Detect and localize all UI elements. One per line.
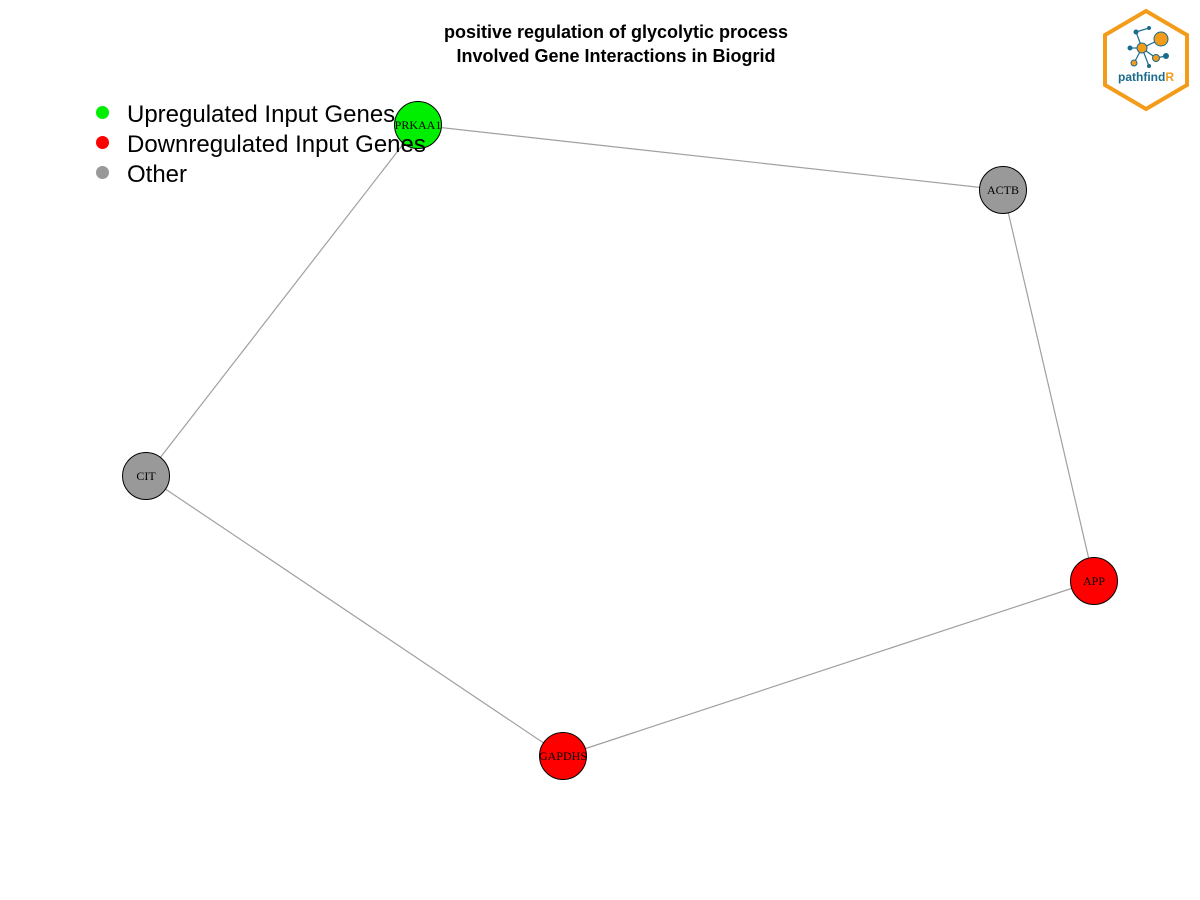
edge-cit-gapdhs [145,475,564,757]
edge-prkaa1-cit [145,124,419,477]
node-circle-actb [979,166,1027,214]
node-label-actb: ACTB [987,183,1019,197]
pathfindr-logo: pathfindR [1103,8,1189,112]
legend-label-downregulated: Downregulated Input Genes [127,131,426,158]
legend: Upregulated Input Genes Downregulated In… [96,100,426,190]
legend-dot-upregulated [96,105,109,119]
node-actb: ACTB [979,166,1027,214]
node-prkaa1: PRKAA1 [394,101,442,149]
legend-dot-downregulated [96,135,109,149]
legend-dot-other [96,165,109,179]
node-label-app: APP [1083,574,1105,588]
edge-actb-app [1002,189,1095,582]
legend-label-upregulated: Upregulated Input Genes [127,101,396,128]
node-label-gapdhs: GAPDHS [539,749,587,763]
legend-item-other: Other [96,160,426,190]
title-line-2: Involved Gene Interactions in Biogrid [456,46,776,66]
legend-label-other: Other [127,161,188,188]
node-circle-prkaa1 [394,101,442,149]
edge-prkaa1-actb [417,124,1004,191]
node-circle-gapdhs [539,732,587,780]
node-cit: CIT [122,452,170,500]
edges-group [145,124,1095,757]
logo-text: pathfindR [1118,70,1174,84]
node-app: APP [1070,557,1118,605]
legend-item-downregulated: Downregulated Input Genes [96,130,426,160]
legend-item-upregulated: Upregulated Input Genes [96,100,426,130]
chart-title: positive regulation of glycolytic proces… [0,20,1200,68]
node-circle-cit [122,452,170,500]
node-label-prkaa1: PRKAA1 [395,118,442,132]
edge-app-gapdhs [562,580,1095,757]
node-gapdhs: GAPDHS [539,732,587,780]
title-line-1: positive regulation of glycolytic proces… [443,22,789,42]
node-circle-app [1070,557,1118,605]
node-label-cit: CIT [136,469,156,483]
